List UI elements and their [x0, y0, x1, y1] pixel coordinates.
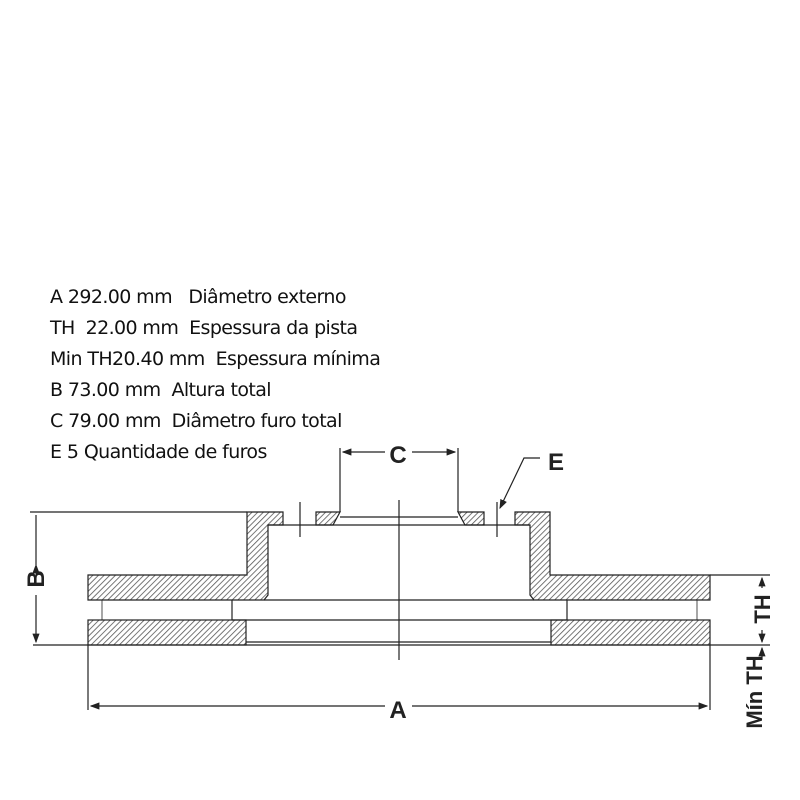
- label-min-th: Mín TH: [742, 655, 767, 728]
- hub-left-section: [315, 511, 342, 526]
- hub-right-section: [456, 511, 485, 526]
- spec-line-b: B 73.00 mm Altura total: [50, 379, 272, 401]
- spec-line-min-th: Min TH20.40 mm Espessura mínima: [50, 348, 381, 370]
- hat-left-section: [87, 511, 284, 601]
- label-th: TH: [750, 594, 775, 623]
- lower-plate-left: [87, 619, 247, 646]
- spec-line-c: C 79.00 mm Diâmetro furo total: [50, 410, 342, 432]
- label-a: A: [389, 697, 406, 724]
- label-c: C: [389, 442, 406, 469]
- lower-plate-right: [550, 619, 711, 646]
- label-e: E: [548, 449, 564, 476]
- spec-line-th: TH 22.00 mm Espessura da pista: [50, 317, 358, 339]
- spec-line-e: E 5 Quantidade de furos: [50, 441, 267, 463]
- spec-line-a: A 292.00 mm Diâmetro externo: [50, 286, 346, 308]
- label-b: B: [23, 570, 50, 587]
- hat-right-section: [514, 511, 711, 601]
